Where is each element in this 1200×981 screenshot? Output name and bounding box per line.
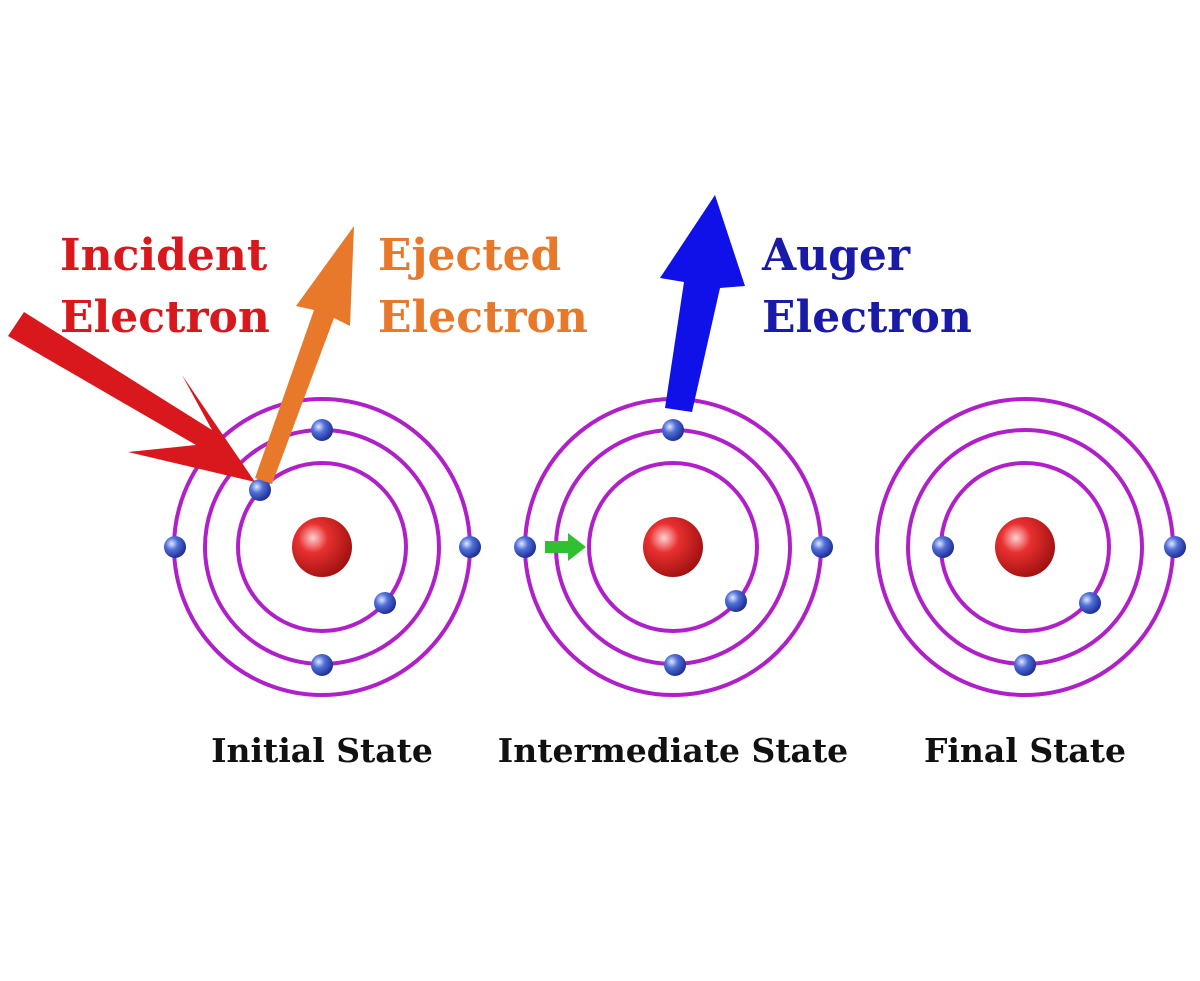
orbit-shell-1 [236,461,408,633]
auger-electron-label-line-1: Auger [761,230,911,281]
electron [311,654,333,676]
nucleus [995,517,1055,577]
incident-electron-label-line-2: Electron [60,292,270,343]
ejected-electron-label-line-2: Electron [378,292,588,343]
incident-electron-label-line-1: Incident [60,230,268,281]
electron [1014,654,1036,676]
orbit-shell-1 [587,461,759,633]
nucleus [643,517,703,577]
electron [1164,536,1186,558]
electron [725,590,747,612]
state-label: Intermediate State [498,731,848,770]
incident-electron-arrow [8,312,255,482]
electron [164,536,186,558]
atom-1 [164,397,481,697]
state-label: Initial State [211,731,433,770]
state-label: Final State [924,731,1126,770]
auger-electron-label-line-2: Electron [762,292,972,343]
ejected-electron-arrow [255,226,354,484]
electron [311,419,333,441]
atom-2 [514,397,833,697]
electron [249,479,271,501]
atom-3 [875,397,1186,697]
electron [664,654,686,676]
electron [662,419,684,441]
ejected-electron-label-line-1: Ejected [378,230,561,281]
electron [1079,592,1101,614]
electron-transition-arrow [545,533,586,561]
auger-electron-arrow [660,195,745,412]
electron [811,536,833,558]
electron [374,592,396,614]
nucleus [292,517,352,577]
electron [459,536,481,558]
electron [514,536,536,558]
electron [932,536,954,558]
